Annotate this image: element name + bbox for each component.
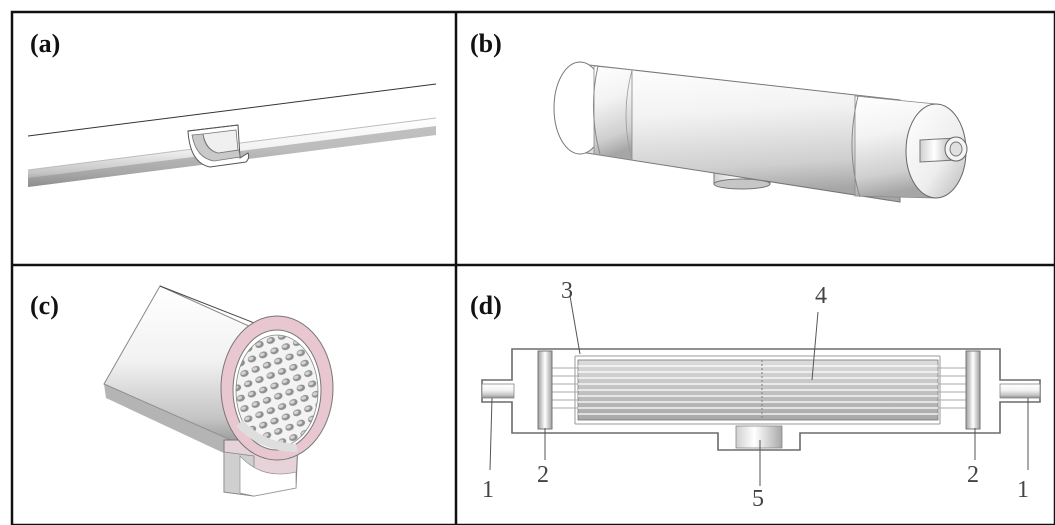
callout-5: 5: [752, 486, 764, 512]
panel-c: (c): [30, 285, 334, 497]
callout-4: 4: [815, 283, 827, 309]
callout-3: 3: [561, 278, 573, 304]
module-3d-drawing: [553, 61, 968, 203]
panel-b: (b): [470, 29, 968, 203]
section-schematic: 1 2 3 4 5 2 1: [481, 278, 1041, 512]
panel-d: (d): [470, 278, 1041, 512]
panel-a-label: (a): [30, 29, 60, 58]
panel-c-label: (c): [30, 291, 59, 320]
cutaway-drawing: [103, 285, 334, 497]
panel-d-label: (d): [470, 291, 502, 320]
callout-1-left: 1: [482, 477, 494, 503]
panel-grid: [10, 10, 1055, 525]
callout-2-left: 2: [537, 462, 549, 488]
callout-1-right: 1: [1017, 477, 1029, 503]
slotted-tube-drawing: [27, 83, 437, 187]
panel-a: (a): [27, 29, 437, 187]
panel-b-label: (b): [470, 29, 502, 58]
callout-2-right: 2: [967, 462, 979, 488]
